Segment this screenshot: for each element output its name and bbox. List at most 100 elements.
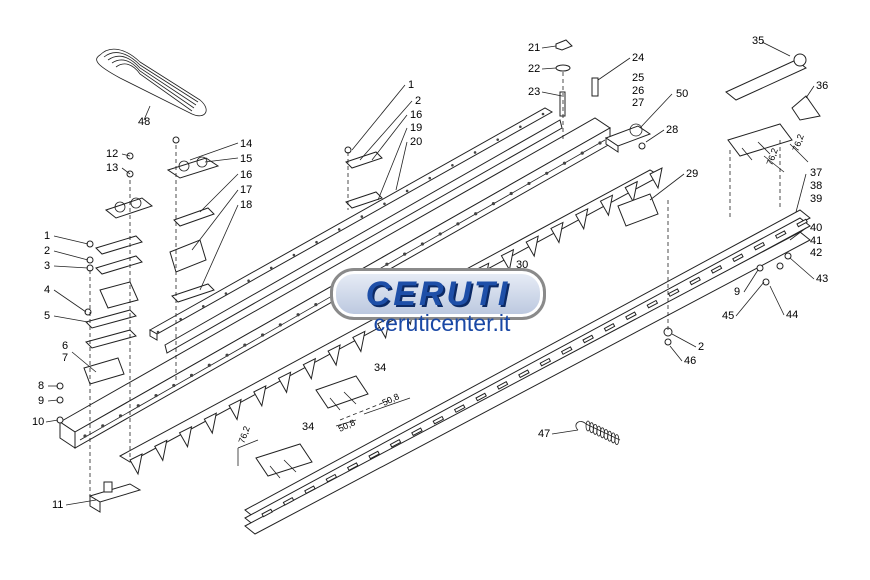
leader-line <box>199 173 239 213</box>
bar-hole <box>360 215 364 218</box>
dim-guard-34-a: 50,8 <box>337 417 357 433</box>
knife-section <box>599 194 614 217</box>
bar-hole <box>179 317 182 321</box>
bar-hole <box>473 151 477 154</box>
callout-9-right: 9 <box>734 286 740 298</box>
leader-line <box>789 257 815 280</box>
bar-hole <box>243 343 247 347</box>
callout-6: 6 <box>62 340 68 352</box>
plate-29 <box>617 193 659 227</box>
leader-line <box>597 57 631 81</box>
leader-line <box>769 285 785 316</box>
bar-hole <box>519 125 522 129</box>
callout-17: 17 <box>240 184 252 196</box>
bar-hole <box>509 191 513 196</box>
bar-hole <box>296 313 300 317</box>
bar-slot <box>582 334 594 344</box>
callout-19: 19 <box>410 122 422 134</box>
knife-section <box>129 453 143 476</box>
callout-15: 15 <box>240 153 252 165</box>
bar-hole <box>101 424 105 428</box>
callout-48: 48 <box>138 116 150 128</box>
bar-slot <box>796 218 808 228</box>
dim-right-1: 76,2 <box>764 147 779 167</box>
bar-slot <box>774 230 787 239</box>
bar-hole <box>428 176 432 180</box>
clamp-lower <box>104 197 154 219</box>
callout-10: 10 <box>32 416 44 428</box>
leader-line <box>53 250 89 261</box>
leader-lines <box>45 41 815 506</box>
ceruti-logo: CERUTI <box>330 268 546 320</box>
knife-head <box>604 123 652 153</box>
callout-34: 34 <box>374 362 386 374</box>
leader-line <box>761 41 791 57</box>
bar-hole <box>118 414 123 418</box>
plates-16-18 <box>169 207 215 303</box>
callout-42: 42 <box>810 247 822 259</box>
bar-slot <box>475 392 487 402</box>
leader-line <box>121 167 131 175</box>
leader-line <box>351 84 406 151</box>
knife-section <box>624 180 638 204</box>
callout-50: 50 <box>676 88 688 100</box>
tooth-36 <box>791 95 821 121</box>
bar-hole <box>278 323 282 327</box>
bar-hole <box>156 330 160 334</box>
bar-slot <box>753 241 766 251</box>
callout-26: 26 <box>632 85 644 97</box>
leader-line <box>53 315 89 323</box>
leader-line <box>65 499 97 506</box>
leader-line <box>191 189 239 251</box>
leader-line <box>735 281 765 317</box>
top-hardware <box>555 39 599 117</box>
bar-hole <box>496 138 500 141</box>
bar-hole <box>541 112 545 116</box>
leader-line <box>541 67 557 70</box>
guard-33 <box>255 443 313 479</box>
bar-hole <box>420 242 425 246</box>
bar-slot <box>625 311 637 321</box>
bar-slot <box>432 415 445 425</box>
callout-33: 34 <box>302 421 314 433</box>
leader-line <box>53 289 87 313</box>
bar-slot <box>710 265 723 274</box>
bracket-11 <box>88 481 142 513</box>
callout-24: 24 <box>632 52 644 64</box>
bar-slot <box>646 299 659 309</box>
callout-47: 47 <box>538 428 550 440</box>
callout-7: 7 <box>62 352 68 364</box>
bar-slot <box>346 462 359 471</box>
leader-line <box>121 153 131 157</box>
bar-hole <box>260 333 265 337</box>
callout-11: 11 <box>52 499 63 511</box>
leader-line <box>639 93 673 129</box>
bar-hole <box>292 253 296 257</box>
knife-section <box>525 235 539 258</box>
leader-line <box>795 173 807 213</box>
bar-hole <box>207 363 211 367</box>
leader-line <box>204 157 239 163</box>
leader-line <box>743 269 759 293</box>
spring-coil <box>614 434 620 446</box>
bar-hole <box>189 373 194 377</box>
leader-line <box>645 129 665 143</box>
leader-line <box>551 429 579 435</box>
bar-slot <box>389 439 402 448</box>
callout-28: 28 <box>666 124 678 136</box>
leader-line <box>395 141 408 191</box>
callout-36: 36 <box>816 80 828 92</box>
callout-46: 46 <box>684 355 696 367</box>
callout-4: 4 <box>44 284 50 296</box>
dim-right-2: 76,2 <box>790 133 805 153</box>
website-url: ceruticenter.it <box>373 310 511 336</box>
left-plates <box>83 235 143 385</box>
leader-line <box>359 100 413 161</box>
bar-hole <box>383 202 386 206</box>
callout-8: 8 <box>38 380 44 392</box>
callout-12: 12 <box>106 148 118 160</box>
bar-hole <box>225 353 229 357</box>
leader-line <box>789 227 807 241</box>
knife-section <box>302 357 317 381</box>
dimension-lines <box>237 143 809 466</box>
